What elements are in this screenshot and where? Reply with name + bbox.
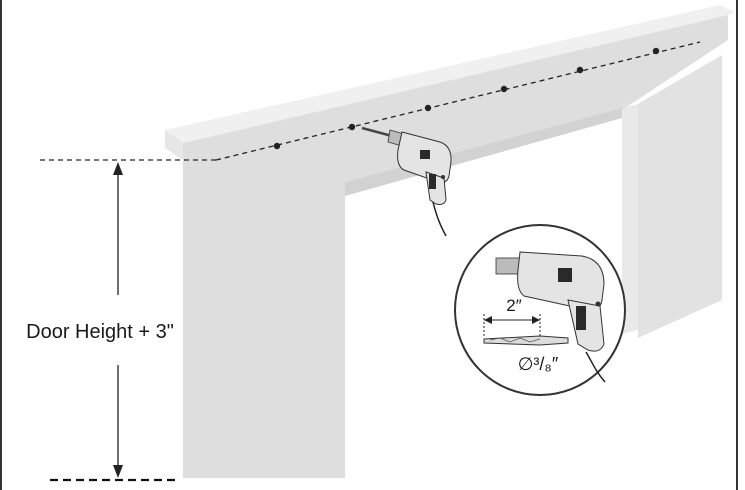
drill-bit-icon — [483, 335, 569, 346]
drill-icon — [361, 126, 452, 237]
wall-front-face — [183, 15, 728, 478]
drill-mark — [576, 66, 584, 74]
drill-mark — [348, 123, 356, 131]
drill-mark — [424, 104, 432, 112]
wall-far-jamb — [622, 104, 638, 334]
drill-mark — [273, 142, 281, 150]
bit-diameter-label: ∅³/₈″ — [518, 354, 559, 374]
wall-top-surface — [165, 5, 735, 143]
detail-drill-icon — [495, 251, 606, 383]
drill-bit-detail: 2″ ∅³/₈″ — [454, 224, 626, 396]
bit-length-arrow-left — [484, 316, 492, 324]
bit-length-arrow-right — [532, 316, 540, 324]
arrow-down-icon — [113, 465, 123, 478]
height-label: Door Height + 3" — [26, 321, 174, 343]
wall-top-front-lip — [165, 130, 183, 160]
drill-mark — [500, 85, 508, 93]
wall-right-return — [638, 55, 722, 338]
drill-line — [215, 41, 701, 161]
drill-marks — [273, 47, 660, 150]
arrow-up-icon — [113, 162, 123, 175]
drill-mark — [652, 47, 660, 55]
bit-length-label: 2″ — [506, 296, 521, 315]
